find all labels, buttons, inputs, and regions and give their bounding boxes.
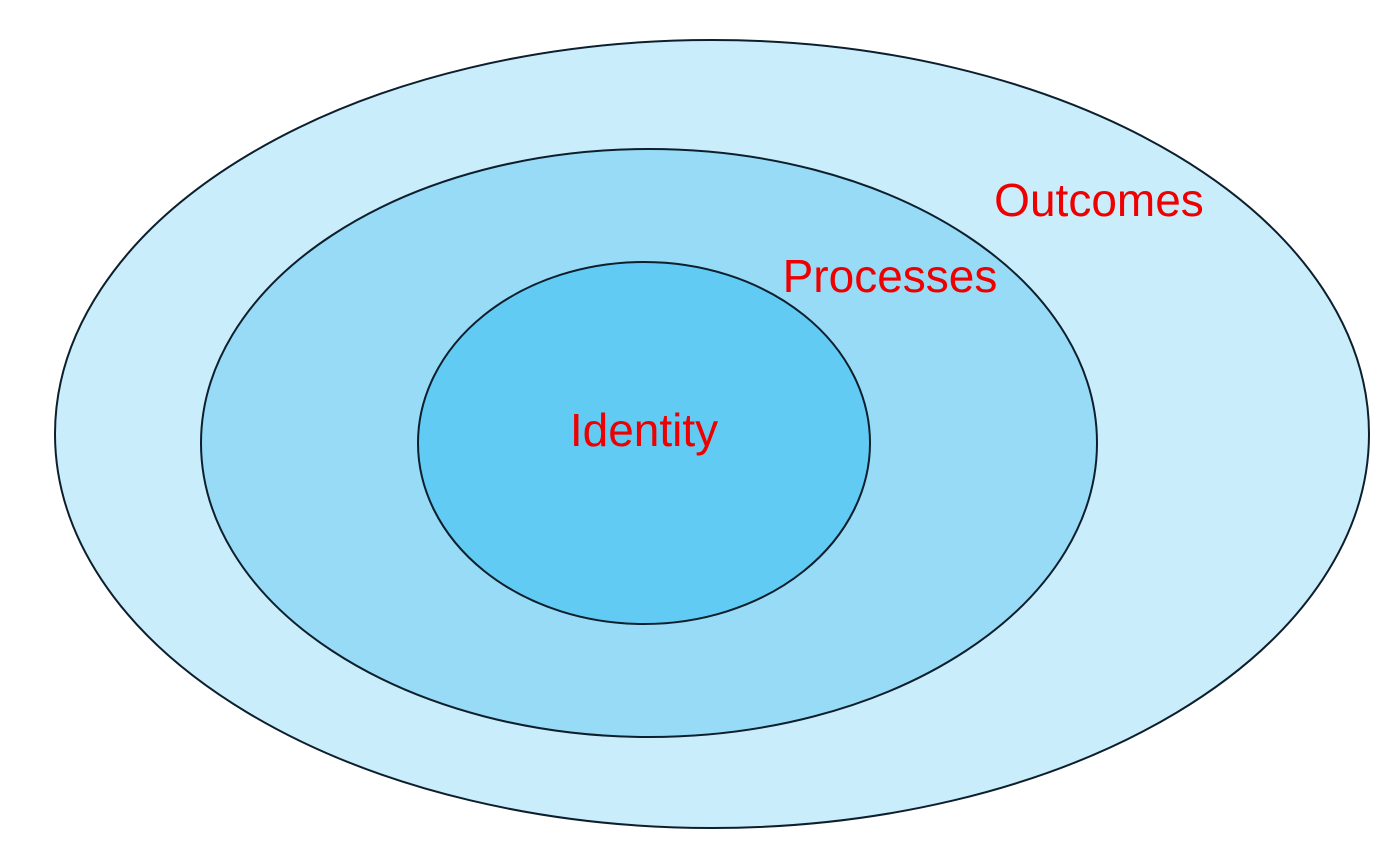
outcomes-label: Outcomes [994,174,1204,226]
identity-ellipse [417,261,871,625]
processes-label: Processes [783,250,998,302]
identity-label: Identity [570,404,718,456]
